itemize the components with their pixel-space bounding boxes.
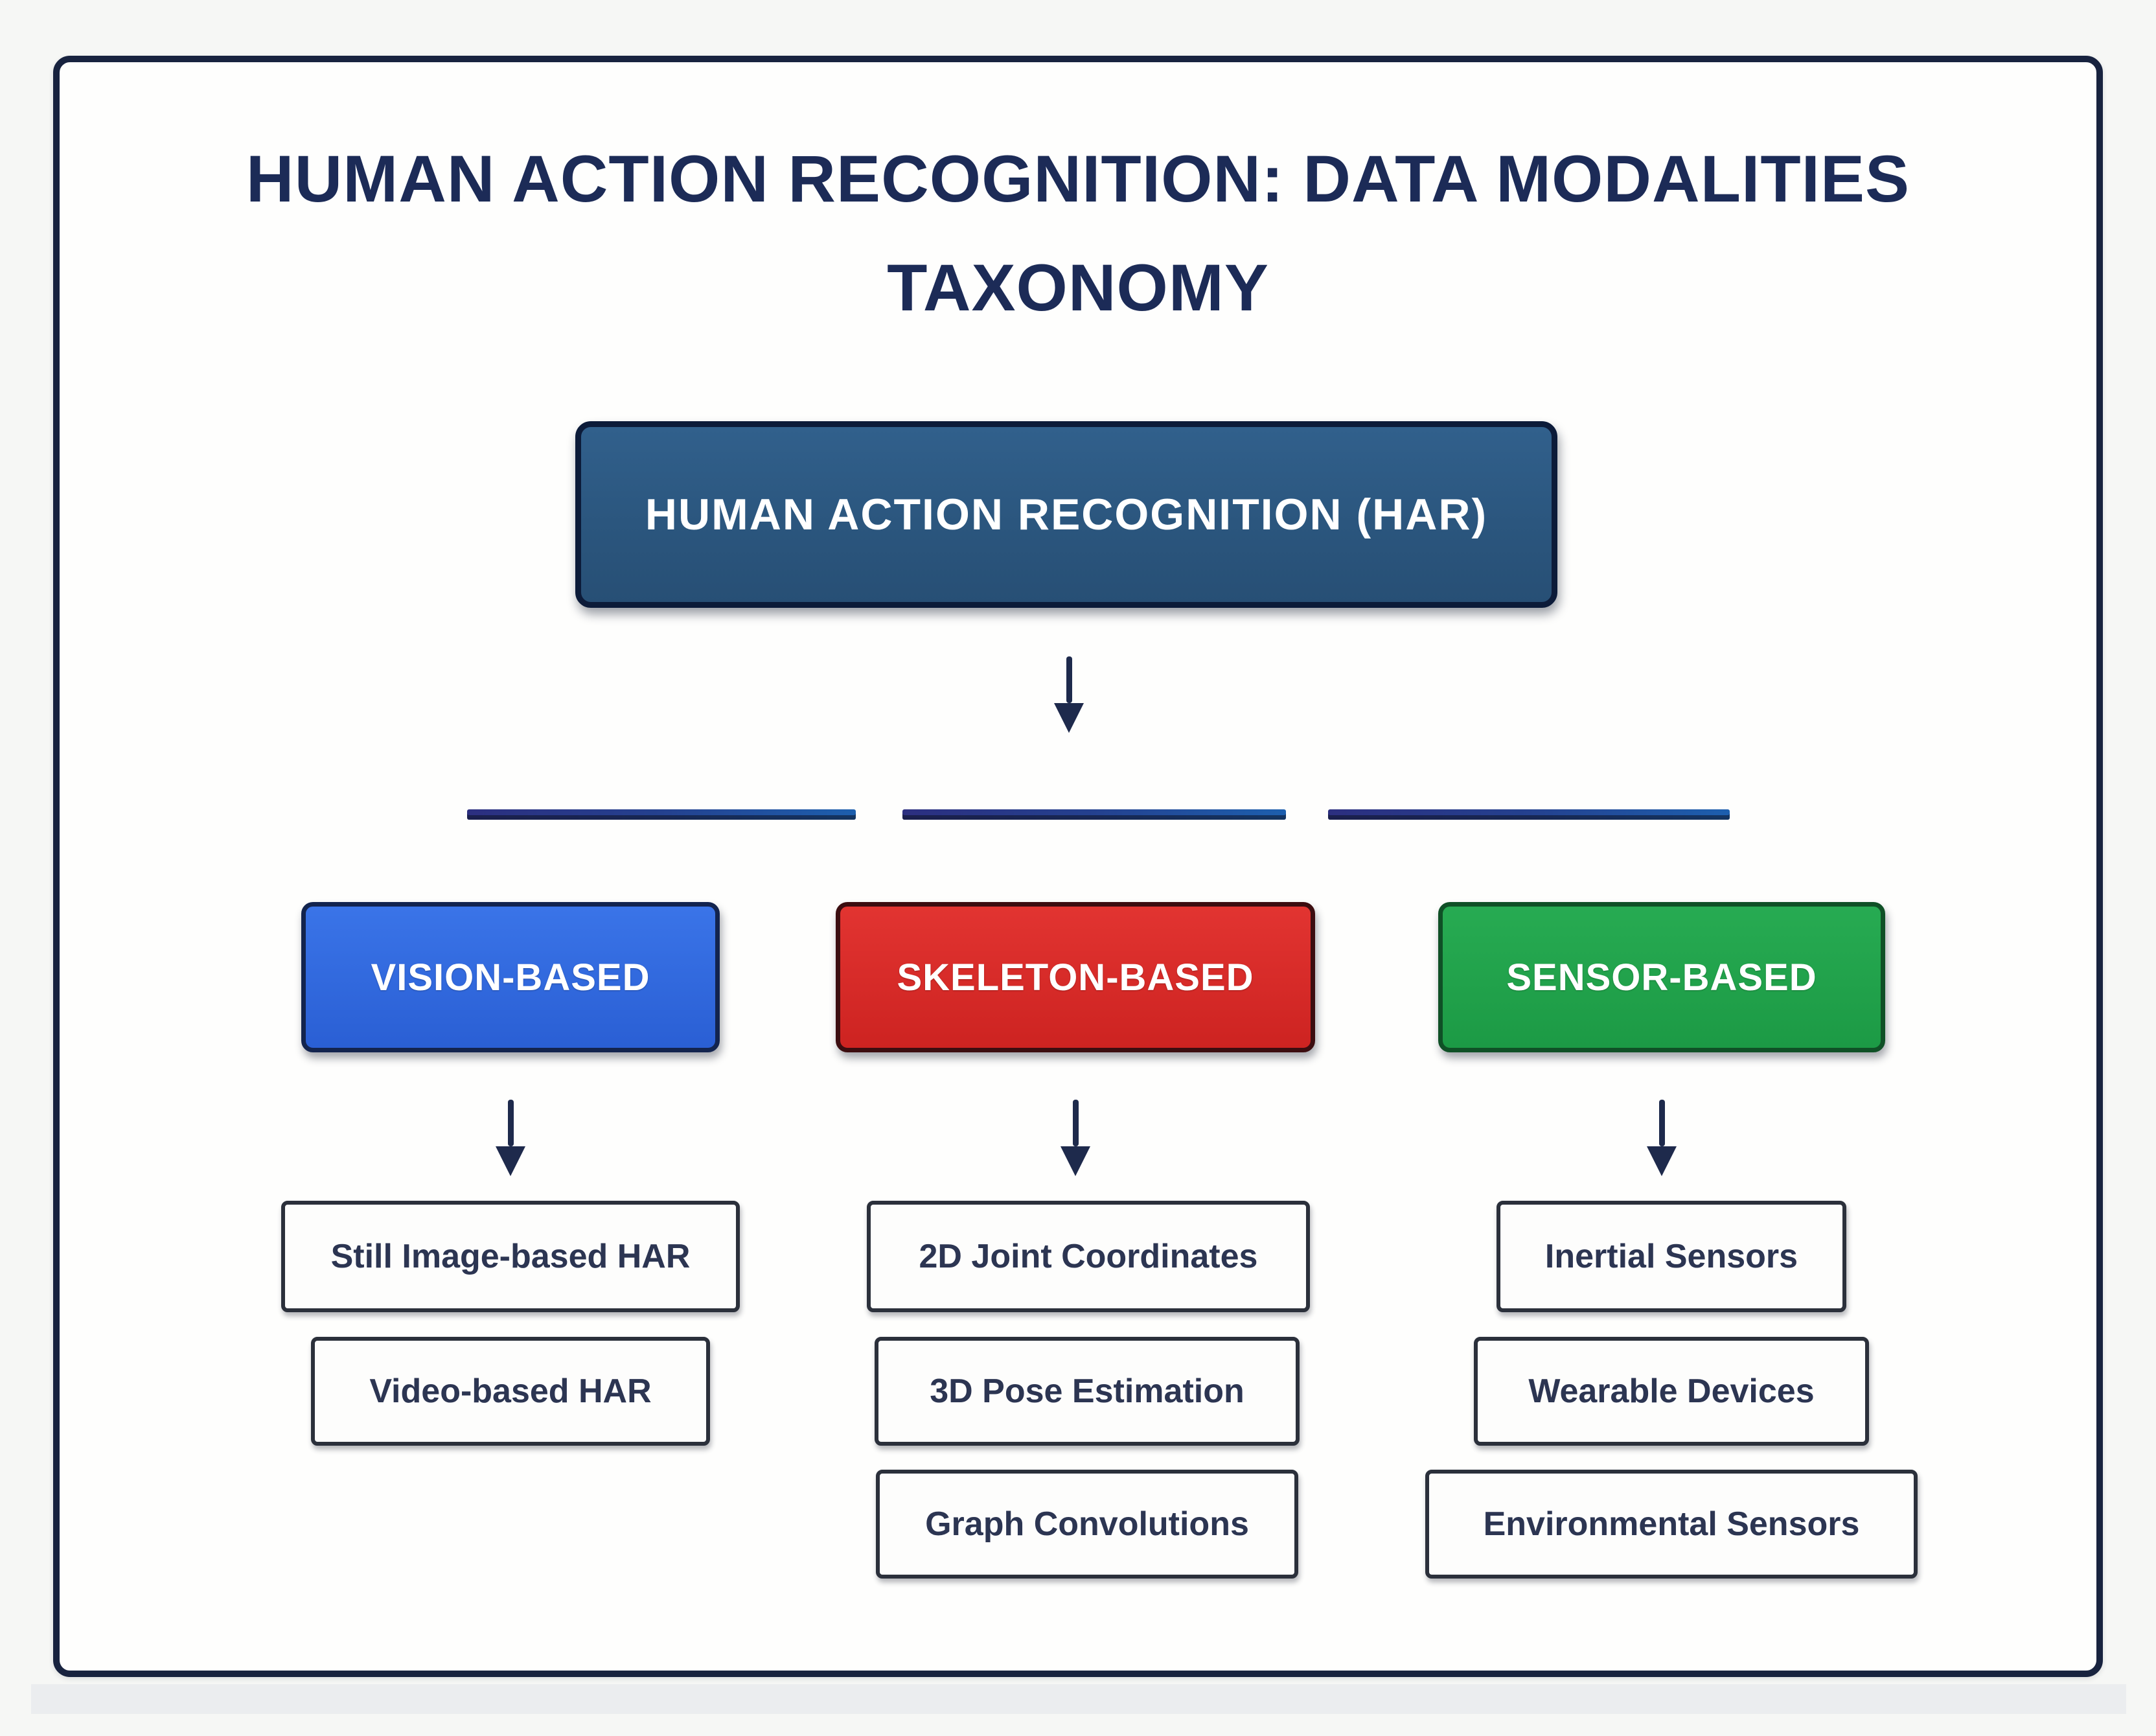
node-wearable-devices: Wearable Devices xyxy=(1474,1337,1869,1446)
node-3d-pose-estimation-label: 3D Pose Estimation xyxy=(930,1372,1244,1410)
branch-connector-line-3 xyxy=(1328,809,1730,820)
node-har-root: HUMAN ACTION RECOGNITION (HAR) xyxy=(575,421,1557,608)
node-2d-joint-coordinates-label: 2D Joint Coordinates xyxy=(919,1238,1258,1275)
node-still-image-based-har: Still Image-based HAR xyxy=(281,1201,740,1312)
vision-down-arrow-icon xyxy=(496,1100,525,1176)
arrow-shaft xyxy=(1066,656,1072,703)
node-2d-joint-coordinates: 2D Joint Coordinates xyxy=(867,1201,1310,1312)
branch-connector-line-2 xyxy=(902,809,1286,820)
arrow-shaft xyxy=(1658,1100,1665,1146)
arrow-head xyxy=(1647,1146,1677,1176)
arrow-shaft xyxy=(507,1100,514,1146)
node-skeleton-based: SKELETON-BASED xyxy=(836,902,1315,1052)
node-video-based-har-label: Video-based HAR xyxy=(369,1372,652,1410)
node-vision-based: VISION-BASED xyxy=(301,902,720,1052)
node-graph-convolutions: Graph Convolutions xyxy=(876,1470,1298,1579)
arrow-head xyxy=(496,1146,525,1176)
node-sensor-based: SENSOR-BASED xyxy=(1438,902,1885,1052)
root-down-arrow-icon xyxy=(1054,656,1084,733)
node-wearable-devices-label: Wearable Devices xyxy=(1528,1372,1815,1410)
node-inertial-sensors-label: Inertial Sensors xyxy=(1544,1238,1798,1275)
node-inertial-sensors: Inertial Sensors xyxy=(1497,1201,1846,1312)
sensor-down-arrow-icon xyxy=(1647,1100,1677,1176)
diagram-title-line1: HUMAN ACTION RECOGNITION: DATA MODALITIE… xyxy=(246,142,1910,216)
node-har-root-label: HUMAN ACTION RECOGNITION (HAR) xyxy=(645,490,1488,539)
node-vision-based-label: VISION-BASED xyxy=(371,956,650,999)
skeleton-down-arrow-icon xyxy=(1061,1100,1090,1176)
page-bottom-band xyxy=(31,1684,2126,1714)
node-3d-pose-estimation: 3D Pose Estimation xyxy=(875,1337,1300,1446)
node-still-image-based-har-label: Still Image-based HAR xyxy=(330,1238,691,1275)
node-video-based-har: Video-based HAR xyxy=(311,1337,710,1446)
node-environmental-sensors-label: Environmental Sensors xyxy=(1483,1505,1860,1543)
diagram-title-line2: TAXONOMY xyxy=(887,251,1269,325)
arrow-head xyxy=(1054,703,1084,733)
node-graph-convolutions-label: Graph Convolutions xyxy=(925,1505,1249,1543)
diagram-title: HUMAN ACTION RECOGNITION: DATA MODALITIE… xyxy=(0,124,2156,342)
arrow-head xyxy=(1061,1146,1090,1176)
arrow-shaft xyxy=(1072,1100,1079,1146)
node-skeleton-based-label: SKELETON-BASED xyxy=(897,956,1254,999)
branch-connector-line-1 xyxy=(467,809,856,820)
node-sensor-based-label: SENSOR-BASED xyxy=(1506,956,1817,999)
node-environmental-sensors: Environmental Sensors xyxy=(1425,1470,1918,1579)
